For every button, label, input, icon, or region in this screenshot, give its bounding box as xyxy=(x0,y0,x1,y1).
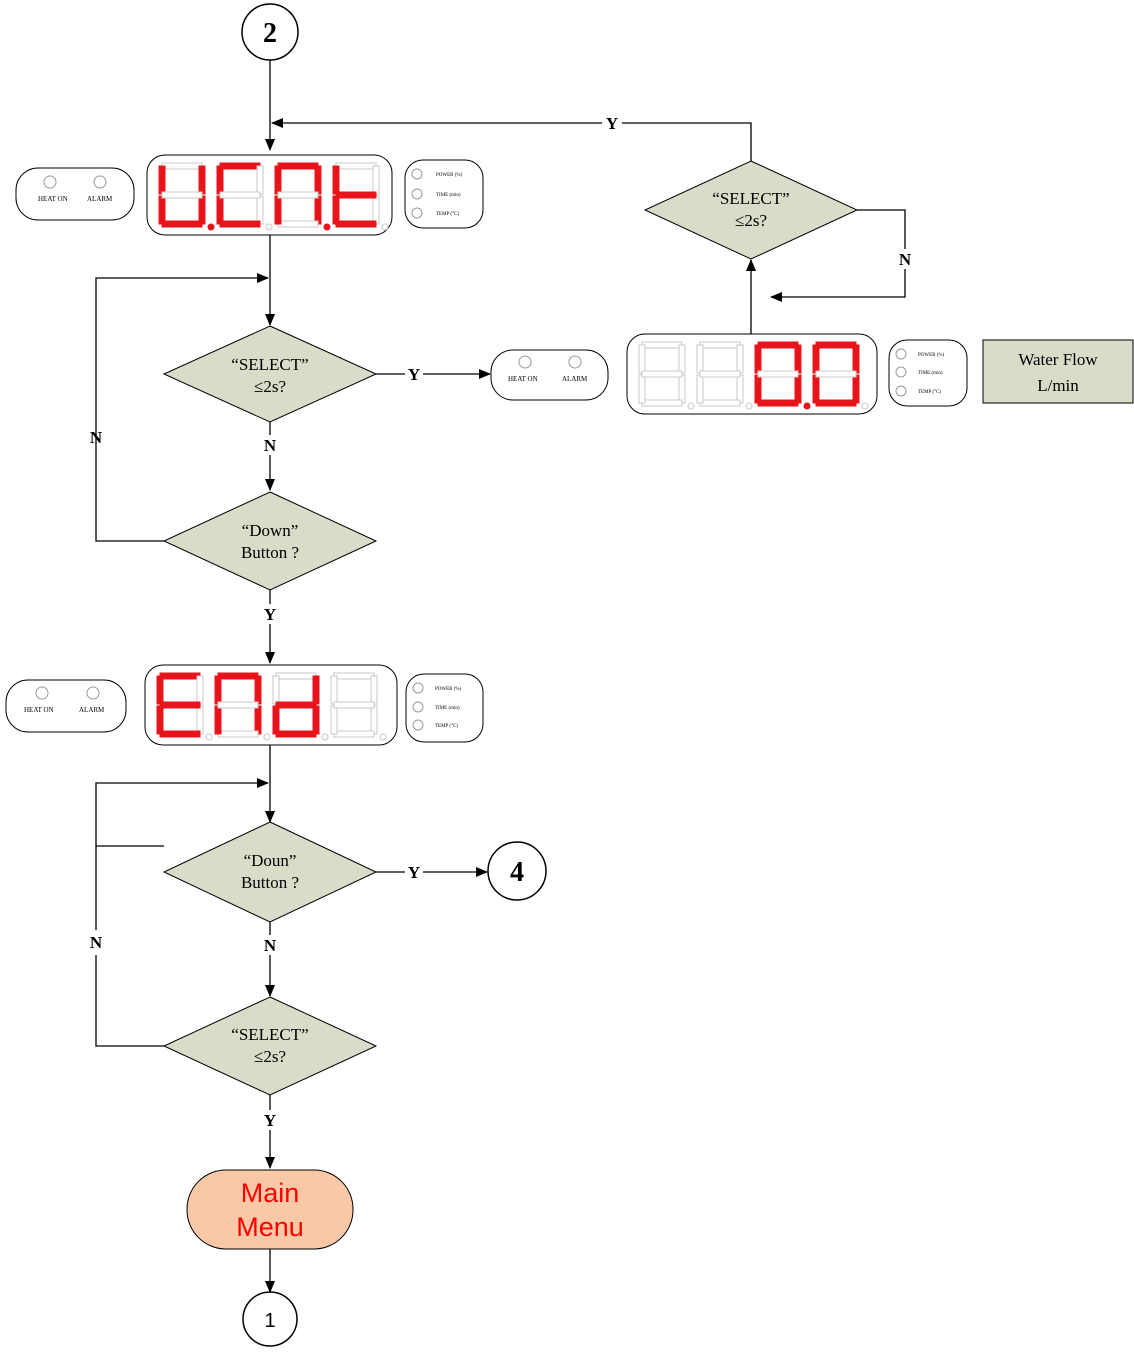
legend-panel-3: POWER (%) TIME (min) TEMP (°C) xyxy=(889,340,967,406)
decision-down-1: “Down” Button ? xyxy=(164,492,376,590)
svg-text:N: N xyxy=(899,250,912,269)
svg-text:“Doun”: “Doun” xyxy=(244,851,297,870)
svg-text:N: N xyxy=(264,436,277,455)
svg-text:≤2s?: ≤2s? xyxy=(254,377,286,396)
svg-text:TEMP (°C): TEMP (°C) xyxy=(435,724,458,729)
water-flow-label: Water Flow L/min xyxy=(983,340,1133,403)
svg-text:Button ?: Button ? xyxy=(241,543,299,562)
svg-text:Button ?: Button ? xyxy=(241,873,299,892)
svg-text:Main: Main xyxy=(241,1178,300,1208)
decision-select-3: “SELECT” ≤2s? xyxy=(164,997,376,1095)
svg-text:TIME (min): TIME (min) xyxy=(436,193,461,198)
svg-text:≤2s?: ≤2s? xyxy=(254,1047,286,1066)
svg-text:“Down”: “Down” xyxy=(242,521,299,540)
svg-text:Y: Y xyxy=(264,1111,276,1130)
svg-text:Y: Y xyxy=(408,365,420,384)
svg-text:HEAT ON: HEAT ON xyxy=(24,706,54,714)
svg-text:1: 1 xyxy=(264,1310,275,1332)
svg-text:Water Flow: Water Flow xyxy=(1018,350,1098,369)
svg-text:HEAT ON: HEAT ON xyxy=(508,375,538,383)
display-flow xyxy=(627,334,877,414)
connector-1: 1 xyxy=(243,1292,297,1346)
svg-text:Y: Y xyxy=(606,114,618,133)
svg-text:Y: Y xyxy=(264,605,276,624)
svg-text:2: 2 xyxy=(263,18,277,49)
indicator-panel-2: HEAT ON ALARM xyxy=(491,350,608,400)
svg-text:N: N xyxy=(90,428,103,447)
svg-text:4: 4 xyxy=(510,857,524,888)
svg-text:TEMP (°C): TEMP (°C) xyxy=(436,212,459,217)
display-end xyxy=(145,665,397,745)
decision-select-2: “SELECT” ≤2s? xyxy=(645,161,857,259)
display-ucnt xyxy=(147,155,392,235)
svg-text:ALARM: ALARM xyxy=(79,706,105,714)
svg-text:N: N xyxy=(264,936,277,955)
svg-text:TEMP (°C): TEMP (°C) xyxy=(918,390,941,395)
alarm-label: ALARM xyxy=(87,195,113,203)
decision-select-1: “SELECT” ≤2s? xyxy=(164,326,376,422)
legend-panel-2: POWER (%) TIME (min) TEMP (°C) xyxy=(406,674,483,742)
heat-on-label: HEAT ON xyxy=(38,195,68,203)
indicator-panel-3: HEAT ON ALARM xyxy=(6,680,126,732)
svg-text:POWER (%): POWER (%) xyxy=(435,687,462,692)
indicator-panel-1: HEAT ON ALARM xyxy=(16,168,134,220)
legend-panel-1: POWER (%) TIME (min) TEMP (°C) xyxy=(405,160,483,228)
svg-text:L/min: L/min xyxy=(1037,376,1079,395)
svg-text:N: N xyxy=(90,933,103,952)
svg-text:ALARM: ALARM xyxy=(562,375,588,383)
connector-2: 2 xyxy=(242,4,298,60)
svg-text:“SELECT”: “SELECT” xyxy=(231,1025,308,1044)
svg-text:TIME (min): TIME (min) xyxy=(918,371,943,376)
svg-text:Y: Y xyxy=(408,863,420,882)
decision-doun: “Doun” Button ? xyxy=(164,822,376,922)
svg-text:Menu: Menu xyxy=(236,1212,304,1242)
svg-text:“SELECT”: “SELECT” xyxy=(231,355,308,374)
svg-text:“SELECT”: “SELECT” xyxy=(712,189,789,208)
svg-text:POWER (%): POWER (%) xyxy=(436,173,463,178)
svg-text:≤2s?: ≤2s? xyxy=(735,211,767,230)
svg-text:POWER (%): POWER (%) xyxy=(918,353,945,358)
svg-text:TIME (min): TIME (min) xyxy=(435,706,460,711)
main-menu-terminal: Main Menu xyxy=(187,1170,353,1249)
connector-4: 4 xyxy=(488,842,546,900)
